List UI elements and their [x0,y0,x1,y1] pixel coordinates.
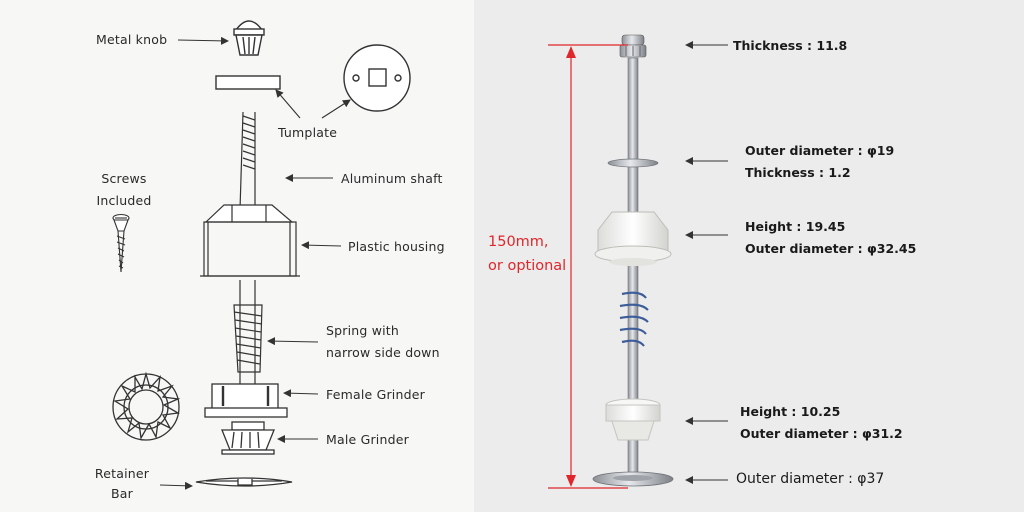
left-callout-arrows [159,36,351,490]
assembly-knob [619,34,647,58]
housing-spec: Height : 19.45 Outer diameter : φ32.45 [745,216,916,260]
spring-label-line-1: Spring with [326,323,400,338]
assembly-grinder [605,398,661,441]
knob-spec: Thickness : 11.8 [733,38,848,53]
washer-spec: Outer diameter : φ19 Thickness : 1.2 [745,140,894,184]
bar-spec: Outer diameter : φ37 [736,471,885,487]
housing-spec-line-1: Height : 19.45 [745,219,846,234]
housing-spec-line-2: Outer diameter : φ32.45 [745,241,917,256]
screws-label-line-2: Included [96,193,152,208]
plastic-housing-label: Plastic housing [348,239,445,254]
spring-label-line-2: narrow side down [326,345,440,360]
assembly-retainer-bar [592,471,674,487]
length-dimension-line [548,44,628,489]
aluminum-shaft-drawing [239,111,256,410]
retainer-bar-label-line-1: Retainer [94,466,150,481]
assembly-spring [619,291,649,347]
right-callout-arrows [685,41,728,484]
retainer-bar-label: Retainer Bar [92,464,152,504]
assembly-washer [607,158,659,168]
retainer-bar-drawing [195,477,293,487]
male-grinder-drawing [221,421,275,455]
tumplate-top-view-drawing [343,44,411,112]
male-grinder-label: Male Grinder [326,432,409,447]
right-panel [474,0,1024,512]
tumplate-label: Tumplate [278,125,338,140]
spring-label: Spring with narrow side down [326,320,440,364]
grinder-spec: Height : 10.25 Outer diameter : φ31.2 [740,401,903,445]
assembly-housing [594,211,672,266]
washer-spec-line-1: Outer diameter : φ19 [745,143,895,158]
screws-label: Screws Included [94,168,154,212]
length-label: 150mm, or optional [488,230,566,278]
grinder-spec-line-1: Height : 10.25 [740,404,841,419]
retainer-bar-label-line-2: Bar [111,486,133,501]
female-grinder-drawing [204,383,288,418]
spring-drawing [233,304,263,373]
grinder-ring-drawing [112,371,181,441]
length-label-line-1: 150mm, [488,234,549,250]
female-grinder-label: Female Grinder [326,387,425,402]
screw-drawing [112,213,130,273]
washer-spec-line-2: Thickness : 1.2 [745,165,851,180]
aluminum-shaft-label: Aluminum shaft [341,171,443,186]
plastic-housing-drawing [200,204,300,277]
screws-label-line-1: Screws [101,171,147,186]
length-label-line-2: or optional [488,258,567,274]
grinder-spec-line-2: Outer diameter : φ31.2 [740,426,903,441]
tumplate-plate-drawing [215,75,281,90]
metal-knob-drawing [233,20,265,56]
metal-knob-label: Metal knob [96,32,168,47]
